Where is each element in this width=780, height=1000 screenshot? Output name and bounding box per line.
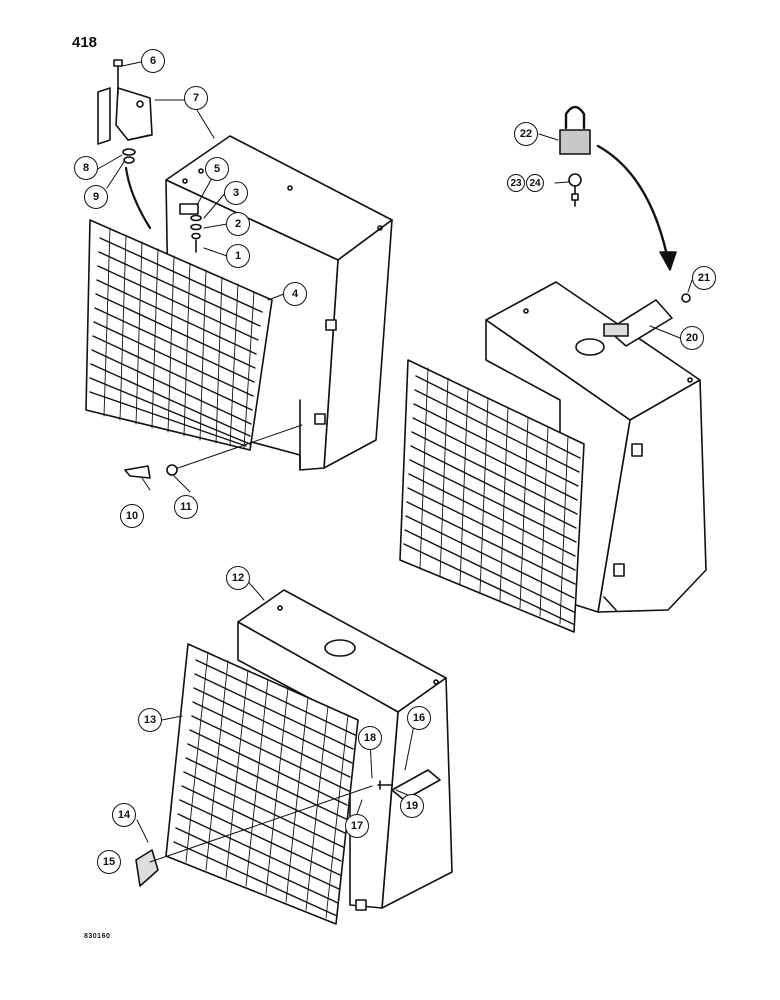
- callout-15: 15: [97, 850, 121, 874]
- callout-21: 21: [692, 266, 716, 290]
- callout-7: 7: [184, 86, 208, 110]
- right-grille: [399, 359, 585, 633]
- callout-1: 1: [226, 244, 250, 268]
- assembly-arrow: [124, 166, 152, 230]
- callout-5: 5: [205, 157, 229, 181]
- callout-12: 12: [226, 566, 250, 590]
- callout-6: 6: [141, 49, 165, 73]
- callout-9: 9: [84, 185, 108, 209]
- callout-14: 14: [112, 803, 136, 827]
- upper-grille: [85, 219, 273, 451]
- callout-4: 4: [283, 282, 307, 306]
- spring-clip: [377, 769, 441, 801]
- page-number: 418: [72, 34, 98, 51]
- callout-16: 16: [407, 706, 431, 730]
- callout-2: 2: [226, 212, 250, 236]
- lower-latch: [135, 785, 373, 887]
- callout-24: 24: [526, 174, 544, 192]
- callout-23: 23: [507, 174, 525, 192]
- hardware-stack-1-3: [190, 214, 202, 253]
- padlock: [559, 105, 591, 155]
- callout-13: 13: [138, 708, 162, 732]
- lock-arrow: [596, 144, 670, 262]
- callout-10: 10: [120, 504, 144, 528]
- mounting-bracket: [97, 59, 153, 145]
- callout-19: 19: [400, 794, 424, 818]
- figure-code: 830160: [84, 933, 111, 940]
- lower-grille: [165, 643, 359, 925]
- callout-20: 20: [680, 326, 704, 350]
- latch-pin: [124, 424, 303, 479]
- key-ring-link: [568, 173, 582, 207]
- callout-8: 8: [74, 156, 98, 180]
- right-housing: [485, 281, 707, 613]
- callout-11: 11: [174, 495, 198, 519]
- washer-nut-stack: [122, 148, 136, 164]
- lock-arrow-head: [659, 251, 677, 271]
- callout-22: 22: [514, 122, 538, 146]
- callout-17: 17: [345, 814, 369, 838]
- callout-3: 3: [224, 181, 248, 205]
- hasp: [603, 293, 691, 347]
- callout-18: 18: [358, 726, 382, 750]
